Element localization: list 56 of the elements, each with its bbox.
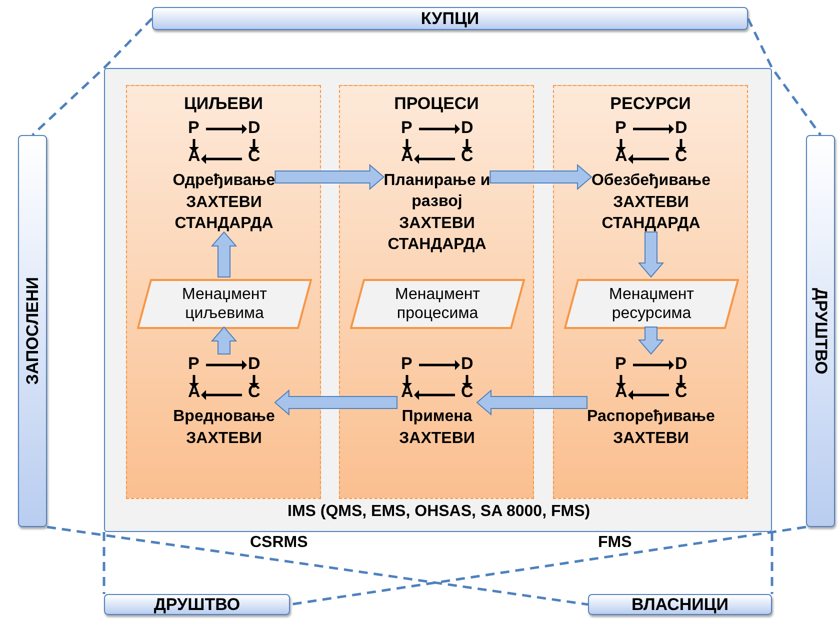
block-arrow — [274, 164, 385, 190]
step-label: Планирање и развој — [382, 171, 492, 212]
cycle-letter: P — [615, 118, 626, 138]
requirement-label: ЗАХТЕВИ СТАНДАРДА — [174, 193, 274, 234]
dashed-line — [770, 532, 774, 594]
block-arrow — [274, 389, 398, 416]
cycle-letter: P — [401, 354, 412, 374]
dashed-line — [46, 526, 588, 606]
cycle-letter: D — [461, 354, 474, 374]
stakeholder-bar: ДРУШТВО — [104, 594, 290, 615]
column-heading: ПРОЦЕСИ — [393, 94, 480, 114]
parallelogram-box: Менаџмент ресурсима — [564, 279, 739, 329]
parallelogram-box: Менаџмент процесима — [350, 279, 525, 329]
block-arrow — [210, 326, 238, 354]
requirement-label: ЗАХТЕВИ — [185, 429, 263, 449]
system-label: CSRMS — [250, 534, 308, 552]
cycle-letter: D — [248, 118, 260, 138]
requirement-label: ЗАХТЕВИ СТАНДАРДА — [600, 193, 702, 234]
cycle-letter: P — [615, 354, 626, 374]
parallelogram-box: Менаџмент циљевима — [137, 279, 312, 329]
stakeholder-bar: ВЛАСНИЦИ — [588, 594, 772, 615]
column-heading: РЕСУРСИ — [609, 94, 692, 114]
step-label: Примена — [400, 407, 474, 427]
block-arrow — [476, 389, 588, 416]
cycle-letter: D — [461, 118, 474, 138]
dashed-line — [290, 526, 806, 606]
cycle-letter: P — [401, 118, 412, 138]
system-label: FMS — [598, 534, 632, 552]
column-panel — [553, 85, 748, 499]
stakeholder-bar: ДРУШТВО — [806, 135, 835, 527]
block-arrow — [210, 231, 238, 278]
cycle-letter: D — [248, 354, 260, 374]
cycle-letter: D — [675, 118, 688, 138]
system-panel — [104, 68, 772, 532]
dashed-line — [32, 18, 153, 136]
cycle-letter: P — [188, 118, 200, 138]
step-label: Обезбеђивање — [590, 171, 712, 191]
block-arrow — [490, 164, 592, 190]
step-label: Распоређивање — [586, 407, 716, 427]
stakeholder-bar: КУПЦИ — [152, 7, 748, 30]
cycle-letter: D — [675, 354, 688, 374]
column-heading: ЦИЉЕВИ — [182, 94, 264, 114]
requirement-label: ЗАХТЕВИ — [612, 429, 690, 449]
step-label: Одређивање — [172, 171, 276, 191]
system-label: IMS (QMS, EMS, OHSAS, SA 8000, FMS) — [288, 503, 590, 521]
requirement-label: ЗАХТЕВИ — [398, 429, 476, 449]
cycle-letter: P — [188, 354, 200, 374]
stakeholder-bar: ЗАПОСЛЕНИ — [18, 135, 47, 527]
column-panel — [339, 85, 534, 499]
step-label: Вредновање — [172, 407, 276, 427]
requirement-label: ЗАХТЕВИ СТАНДАРДА — [386, 214, 488, 255]
column-panel — [126, 85, 321, 499]
dashed-line — [102, 532, 106, 594]
dashed-line — [746, 18, 822, 136]
block-arrow — [638, 326, 664, 355]
block-arrow — [638, 232, 664, 278]
